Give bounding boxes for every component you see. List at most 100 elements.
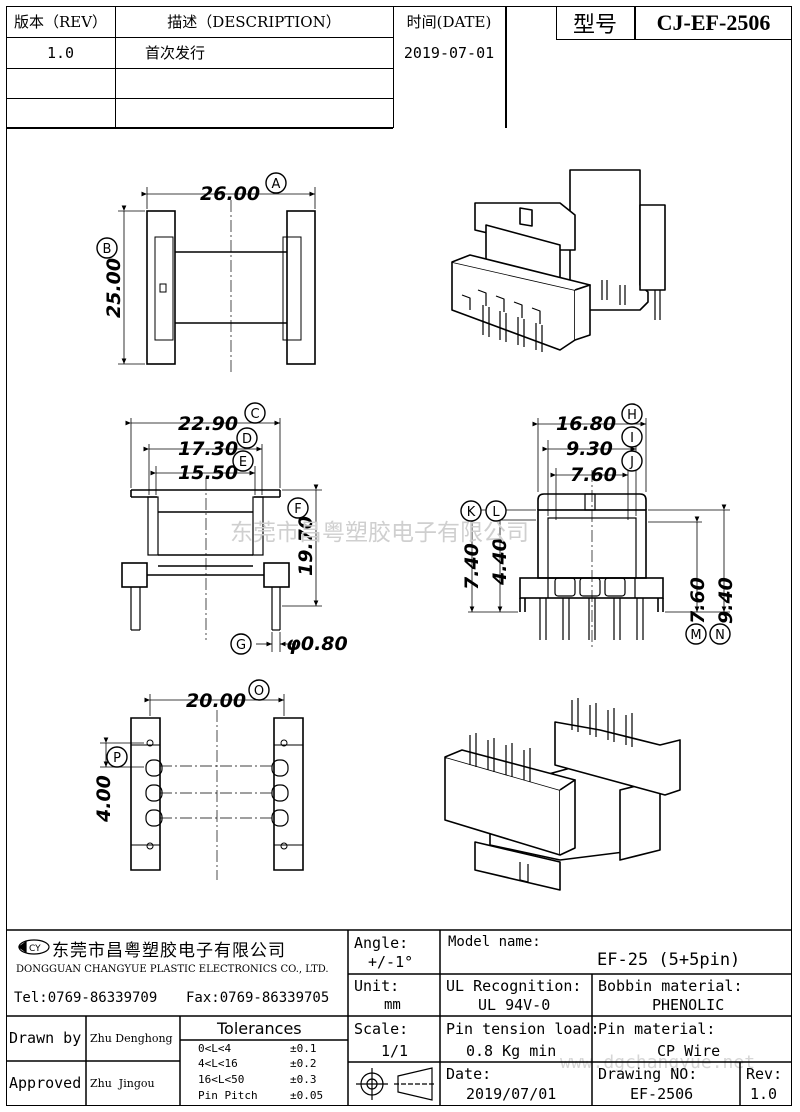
scale-label: Scale: bbox=[354, 1020, 409, 1038]
svg-text:G: G bbox=[236, 638, 246, 653]
side-view bbox=[468, 418, 730, 650]
model-label: 型号 bbox=[572, 13, 617, 38]
tolerance-range-4: Pin Pitch bbox=[198, 1089, 258, 1102]
bubble-p: P bbox=[106, 746, 128, 768]
isometric-view-top bbox=[451, 169, 666, 352]
bubble-j: J bbox=[621, 450, 643, 472]
svg-text:F: F bbox=[294, 502, 301, 517]
dim-h-value: 16.80 bbox=[556, 413, 616, 435]
drawing-no-label: Drawing NO: bbox=[598, 1065, 698, 1083]
pin-tension-value: 0.8 Kg min bbox=[466, 1042, 557, 1060]
tolerances-label: Tolerances bbox=[217, 1019, 302, 1038]
description-cell: 首次发行 bbox=[144, 44, 205, 62]
ul-recognition-value: UL 94V-0 bbox=[478, 996, 551, 1014]
rev-cell: 1.0 bbox=[46, 43, 75, 62]
company-fax: Fax:0769-86339705 bbox=[186, 990, 330, 1006]
dim-b-value: 25.00 bbox=[103, 258, 125, 318]
tolerance-range-1: 0<L<4 bbox=[198, 1042, 232, 1055]
date-header: 时间(DATE) bbox=[406, 13, 492, 31]
top-view bbox=[118, 187, 316, 375]
rev-header: 版本（REV） bbox=[13, 13, 108, 31]
pin-material-value: CP Wire bbox=[657, 1042, 721, 1060]
title-block-grid bbox=[6, 929, 792, 1106]
dim-o-value: 20.00 bbox=[186, 690, 246, 712]
dim-i-value: 9.30 bbox=[566, 438, 613, 460]
bubble-d: D bbox=[236, 427, 258, 449]
tolerance-value-1: ±0.1 bbox=[290, 1042, 317, 1055]
company-logo: CY bbox=[17, 939, 50, 955]
bottom-view bbox=[100, 694, 304, 880]
ul-recognition-label: UL Recognition: bbox=[446, 977, 582, 995]
svg-text:J: J bbox=[629, 455, 634, 470]
bubble-h: H bbox=[621, 403, 643, 425]
dim-d-value: 17.30 bbox=[178, 438, 238, 460]
unit-label: Unit: bbox=[354, 977, 400, 995]
dim-m-value: 7.60 bbox=[687, 577, 709, 624]
watermark: 东莞市昌粤塑胶电子有限公司 bbox=[230, 520, 529, 546]
svg-text:O: O bbox=[254, 684, 264, 699]
bobbin-material-label: Bobbin material: bbox=[598, 977, 743, 995]
dim-l-value: 4.40 bbox=[489, 538, 511, 586]
dim-n-value: 9.40 bbox=[715, 577, 737, 624]
drawing-no-value: EF-2506 bbox=[630, 1085, 694, 1103]
angle-label: Angle: bbox=[354, 934, 409, 952]
company-tel: Tel:0769-86339709 bbox=[14, 990, 158, 1006]
bubble-c: C bbox=[244, 402, 266, 424]
pin-tension-label: Pin tension load: bbox=[446, 1020, 600, 1038]
dim-k-value: 7.40 bbox=[461, 543, 483, 590]
tolerance-range-3: 16<L<50 bbox=[198, 1073, 245, 1086]
date-value: 2019/07/01 bbox=[466, 1085, 557, 1103]
dim-p-value: 4.00 bbox=[93, 775, 115, 823]
bubble-o: O bbox=[248, 679, 270, 701]
dim-c-value: 22.90 bbox=[178, 413, 238, 435]
bubble-n: N bbox=[709, 623, 731, 645]
tolerance-value-2: ±0.2 bbox=[290, 1057, 317, 1070]
bubble-a: A bbox=[265, 172, 287, 194]
company-name-en: DONGGUAN CHANGYUE PLASTIC ELECTRONICS CO… bbox=[16, 964, 329, 975]
svg-text:P: P bbox=[113, 751, 121, 766]
bubble-e: E bbox=[232, 450, 254, 472]
bubble-f: F bbox=[287, 497, 309, 519]
isometric-view-bottom bbox=[444, 698, 681, 891]
svg-text:C: C bbox=[250, 407, 259, 422]
scale-value: 1/1 bbox=[381, 1042, 409, 1060]
rev-value: 1.0 bbox=[750, 1085, 778, 1103]
company-name-cn: 东莞市昌粤塑胶电子有限公司 bbox=[52, 941, 286, 961]
svg-text:N: N bbox=[715, 628, 725, 643]
svg-text:M: M bbox=[690, 628, 701, 643]
svg-text:D: D bbox=[242, 432, 252, 447]
svg-text:CY: CY bbox=[29, 944, 41, 954]
rev-label: Rev: bbox=[746, 1065, 783, 1083]
svg-text:K: K bbox=[467, 505, 476, 520]
angle-value: +/-1° bbox=[368, 953, 414, 971]
unit-value: mm bbox=[384, 997, 401, 1013]
approved-by-name: Zhu Jingou bbox=[90, 1077, 155, 1090]
svg-text:E: E bbox=[239, 455, 247, 470]
pin-material-label: Pin material: bbox=[598, 1020, 716, 1038]
svg-text:I: I bbox=[630, 431, 634, 446]
svg-text:A: A bbox=[272, 177, 281, 192]
bubble-b: B bbox=[96, 237, 118, 259]
sheet-border bbox=[6, 6, 792, 1106]
description-header: 描述（DESCRIPTION） bbox=[167, 13, 341, 31]
dim-f-value: 19.70 bbox=[295, 516, 317, 576]
tolerance-value-3: ±0.3 bbox=[290, 1073, 317, 1086]
svg-text:H: H bbox=[627, 408, 637, 423]
bubble-g: G bbox=[230, 633, 252, 655]
dim-g-value: φ0.80 bbox=[286, 633, 348, 655]
bubble-i: I bbox=[621, 426, 643, 448]
dim-a-value: 26.00 bbox=[200, 183, 260, 205]
model-number: CJ-EF-2506 bbox=[656, 10, 771, 35]
bubble-m: M bbox=[685, 623, 707, 645]
bubble-l: L bbox=[485, 500, 507, 522]
tolerance-range-2: 4<L<16 bbox=[198, 1057, 238, 1070]
tolerance-value-4: ±0.05 bbox=[290, 1089, 324, 1102]
svg-text:L: L bbox=[492, 505, 500, 520]
dim-j-value: 7.60 bbox=[570, 464, 617, 486]
date-label: Date: bbox=[446, 1065, 492, 1083]
drawn-by-label: Drawn by bbox=[9, 1029, 82, 1047]
model-name-value: EF-25 (5+5pin) bbox=[597, 950, 741, 970]
dim-e-value: 15.50 bbox=[178, 462, 238, 484]
drawn-by-name: Zhu Denghong bbox=[90, 1032, 173, 1045]
